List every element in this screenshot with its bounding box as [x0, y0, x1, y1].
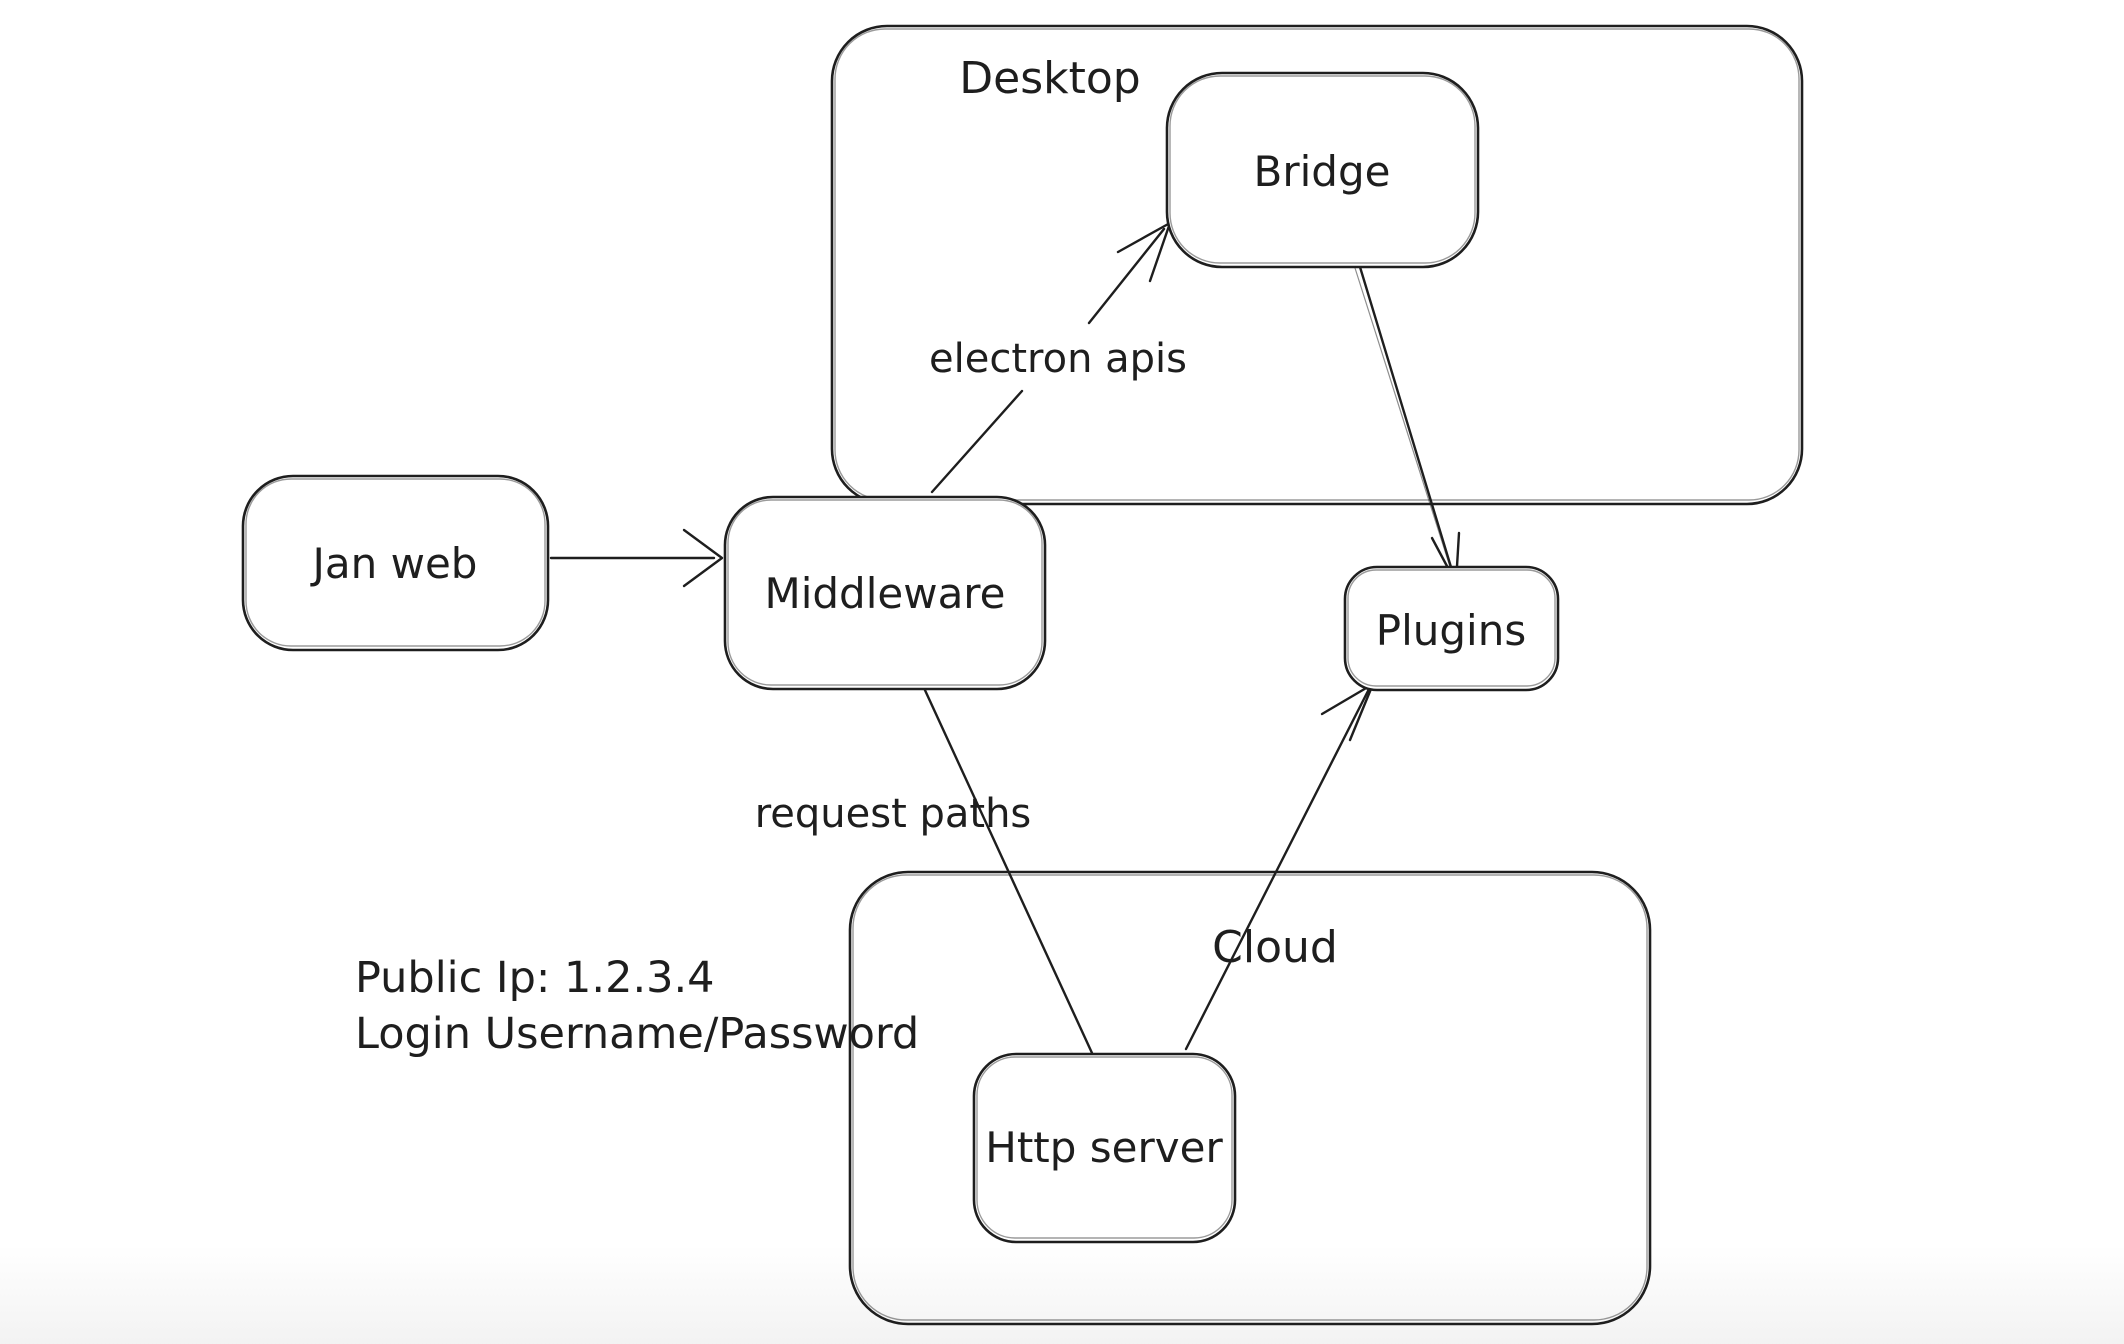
edge-janweb-middleware[interactable] — [549, 528, 724, 588]
desktop-container-label[interactable]: Desktop — [959, 53, 1140, 104]
node-middleware[interactable]: Middleware — [723, 495, 1047, 691]
node-plugins[interactable]: Plugins — [1343, 565, 1560, 692]
node-jan-web[interactable]: Jan web — [241, 474, 550, 652]
plugins-box-sketch — [1347, 569, 1556, 687]
cloud-container[interactable]: Cloud — [848, 870, 1652, 1326]
edge-middleware-httpserver-line[interactable] — [922, 686, 1094, 1055]
bridge-label[interactable]: Bridge — [1254, 147, 1391, 196]
edge-bridge-plugins-line[interactable] — [1358, 265, 1456, 579]
middleware-box-sketch — [727, 499, 1043, 686]
edge-httpserver-plugins-arrowhead-icon — [1320, 682, 1375, 716]
edge-middleware-bridge-arrowhead-icon2 — [1148, 221, 1172, 283]
http-server-box[interactable] — [972, 1052, 1237, 1244]
middleware-box[interactable] — [723, 495, 1047, 691]
edge-janweb-middleware-arrowhead-icon — [682, 528, 724, 588]
edge-httpserver-plugins-arrowhead-icon2 — [1348, 682, 1375, 742]
cloud-container-label[interactable]: Cloud — [1212, 922, 1338, 973]
edge-httpserver-plugins-line[interactable] — [1184, 687, 1371, 1051]
login-annotation[interactable]: Login Username/Password — [355, 1009, 919, 1059]
bridge-box-sketch — [1169, 75, 1476, 264]
plugins-box[interactable] — [1343, 565, 1560, 692]
edge-middleware-bridge[interactable] — [930, 221, 1172, 494]
edge-httpserver-plugins[interactable] — [1184, 682, 1375, 1051]
edge-middleware-bridge-segment2[interactable] — [1087, 227, 1166, 325]
jan-web-label[interactable]: Jan web — [310, 539, 478, 588]
edge-middleware-bridge-arrowhead-icon — [1116, 221, 1172, 254]
jan-web-box-sketch — [245, 478, 546, 647]
node-bridge[interactable]: Bridge — [1165, 71, 1480, 269]
edge-middleware-bridge-segment1[interactable] — [930, 389, 1024, 494]
jan-web-box[interactable] — [241, 474, 550, 652]
edge-bridge-plugins-line-sketch — [1354, 267, 1452, 571]
desktop-container-box-sketch — [834, 28, 1800, 501]
edge-middleware-httpserver[interactable] — [922, 686, 1094, 1055]
request-paths-edge-label[interactable]: request paths — [755, 791, 1032, 837]
public-ip-annotation[interactable]: Public Ip: 1.2.3.4 — [355, 953, 715, 1003]
cloud-container-box-sketch — [852, 874, 1648, 1321]
edge-bridge-plugins[interactable] — [1354, 265, 1461, 585]
node-http-server[interactable]: Http server — [972, 1052, 1237, 1244]
http-server-label[interactable]: Http server — [985, 1123, 1223, 1172]
middleware-label[interactable]: Middleware — [764, 569, 1005, 618]
http-server-box-sketch — [976, 1056, 1233, 1239]
plugins-label[interactable]: Plugins — [1376, 606, 1526, 655]
electron-apis-edge-label[interactable]: electron apis — [929, 336, 1187, 382]
bridge-box[interactable] — [1165, 71, 1480, 269]
